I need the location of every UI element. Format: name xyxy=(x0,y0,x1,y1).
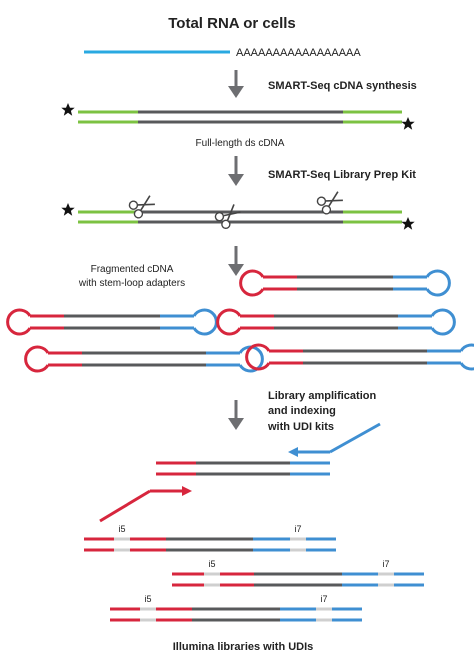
rna-strand: AAAAAAAAAAAAAAAAA xyxy=(84,47,361,59)
full-length-label: Full-length ds cDNA xyxy=(196,138,285,149)
i5-label: i5 xyxy=(208,559,215,569)
step-amplification-line2: and indexing xyxy=(268,405,336,417)
poly-a-tail: AAAAAAAAAAAAAAAAA xyxy=(236,47,361,59)
i5-primer xyxy=(99,489,151,523)
scissors-icon xyxy=(212,200,244,231)
fragmented-label-line1: Fragmented cDNA xyxy=(91,264,174,275)
step-amplification-line3: with UDI kits xyxy=(267,421,334,433)
arrow-down-icon xyxy=(228,156,244,186)
star-icon xyxy=(401,217,415,230)
step-amplification-line1: Library amplification xyxy=(268,390,376,402)
i5-label: i5 xyxy=(144,594,151,604)
i7-label: i7 xyxy=(294,524,301,534)
arrow-down-icon xyxy=(228,400,244,430)
star-icon xyxy=(61,103,75,116)
ds-cdna-full-length xyxy=(61,103,415,130)
title: Total RNA or cells xyxy=(168,15,296,32)
amplification-duplex xyxy=(99,422,381,523)
arrow-down-icon xyxy=(228,70,244,98)
final-library-3: i5 i7 xyxy=(110,594,362,622)
step-cdna-synthesis: SMART-Seq cDNA synthesis xyxy=(268,80,417,92)
star-icon xyxy=(61,203,75,216)
i5-label: i5 xyxy=(118,524,125,534)
stem-loop-fragment xyxy=(239,269,451,297)
i7-label: i7 xyxy=(320,594,327,604)
stem-loop-fragment xyxy=(245,343,474,371)
stem-loop-fragment xyxy=(216,308,456,336)
step-library-prep: SMART-Seq Library Prep Kit xyxy=(268,169,416,181)
scissors-icon xyxy=(127,191,158,221)
star-icon xyxy=(401,117,415,130)
stem-loop-fragments xyxy=(6,269,474,373)
final-label: Illumina libraries with UDIs xyxy=(173,641,314,653)
fragmented-label-line2: with stem-loop adapters xyxy=(78,278,185,289)
ds-cdna-fragmentation xyxy=(61,187,415,231)
i7-label: i7 xyxy=(382,559,389,569)
i7-primer xyxy=(329,422,381,454)
stem-loop-fragment xyxy=(6,308,218,336)
final-library-2: i5 i7 xyxy=(172,559,424,587)
stem-loop-fragment xyxy=(24,345,264,373)
final-library-1: i5 i7 xyxy=(84,524,336,552)
arrow-down-icon xyxy=(228,246,244,276)
